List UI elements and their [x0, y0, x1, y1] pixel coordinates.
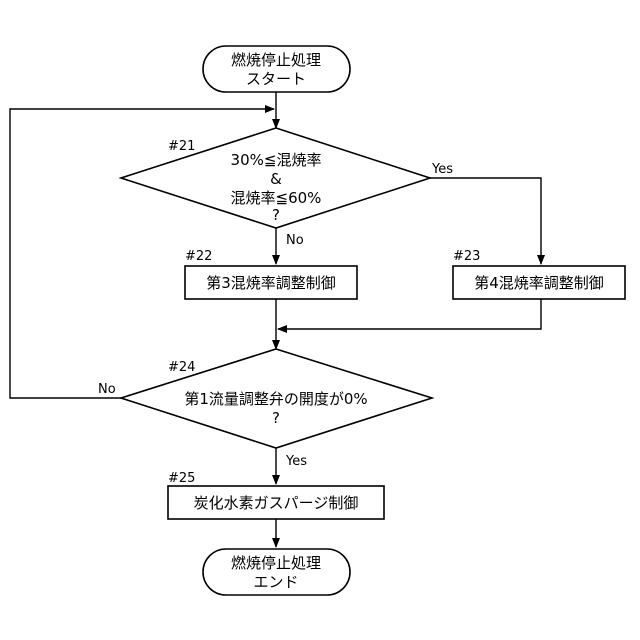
decision-21-no-label: No [286, 233, 304, 248]
process-22-label: 第3混焼率調整制御 [206, 274, 336, 292]
end-label-1: 燃焼停止処理 [231, 554, 321, 572]
decision-24-line-2: ? [272, 409, 280, 427]
decision-21-line-4: ? [272, 206, 280, 224]
process-22-id: #22 [185, 249, 212, 264]
end-label-2: エンド [253, 573, 298, 591]
decision-24-no-label: No [98, 382, 116, 397]
process-23-label: 第4混焼率調整制御 [474, 274, 604, 292]
decision-21-line-2: & [270, 170, 282, 188]
process-25-id: #25 [168, 471, 195, 486]
start-label-2: スタート [246, 70, 306, 88]
start-terminator: 燃焼停止処理 スタート [203, 46, 350, 92]
decision-21: #21 30%≦混焼率 & 混焼率≦60% ? Yes No [121, 128, 453, 248]
process-22: #22 第3混焼率調整制御 [185, 249, 357, 299]
decision-21-line-3: 混焼率≦60% [231, 189, 322, 207]
start-label-1: 燃焼停止処理 [231, 51, 321, 69]
process-23: #23 第4混焼率調整制御 [453, 249, 625, 299]
process-25-label: 炭化水素ガスパージ制御 [194, 494, 359, 512]
decision-21-line-1: 30%≦混焼率 [231, 151, 322, 169]
decision-24: #24 第1流量調整弁の開度が0% ? No Yes [98, 349, 432, 469]
process-23-id: #23 [453, 249, 480, 264]
decision-24-id: #24 [168, 360, 195, 375]
decision-24-yes-label: Yes [285, 454, 307, 469]
decision-21-yes-label: Yes [431, 162, 453, 177]
end-terminator: 燃焼停止処理 エンド [203, 549, 350, 595]
arrow-21-yes-to-23 [430, 178, 541, 264]
decision-24-line-1: 第1流量調整弁の開度が0% [184, 390, 367, 408]
arrow-23-merge [278, 299, 541, 329]
decision-21-id: #21 [168, 139, 195, 154]
